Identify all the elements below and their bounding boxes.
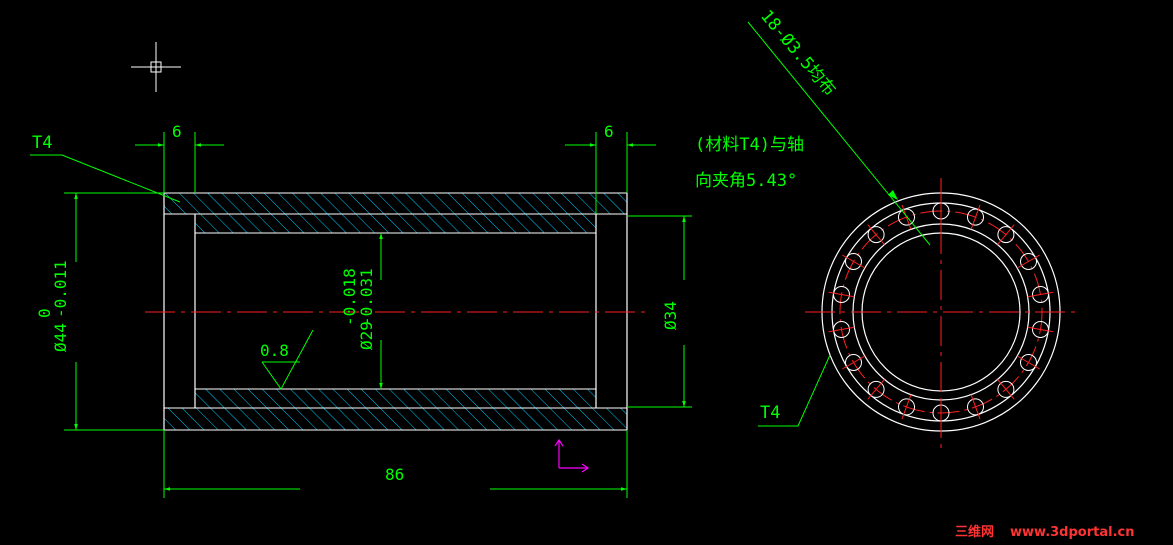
inner-dia-lower-tol: -0.031 — [357, 268, 376, 326]
material-label-left: T4 — [32, 133, 52, 153]
ucs-axis-icon — [554, 438, 590, 473]
hole-center-mark — [842, 254, 866, 269]
hole — [898, 208, 915, 226]
hole — [1020, 253, 1037, 270]
outer-dia-main-label: Ø44 — [51, 323, 70, 352]
dim-width-right — [565, 132, 656, 214]
dim-bore-diameter — [627, 215, 692, 408]
material-leader-right — [758, 354, 831, 427]
hole-center-mark — [867, 224, 885, 245]
hole-center-mark — [842, 355, 866, 370]
hole-pattern-leader — [747, 21, 931, 246]
hole-center-mark — [1016, 254, 1040, 269]
hole — [997, 380, 1015, 398]
roughness-label: 0.8 — [260, 341, 289, 360]
hole-center-mark — [1027, 291, 1054, 298]
outer-dia-upper-tol: 0 — [35, 308, 54, 318]
material-note-line1: (材料T4)与轴 — [695, 135, 804, 155]
hole — [833, 286, 850, 303]
hole — [997, 226, 1015, 244]
hole — [867, 380, 885, 398]
hole-center-marks — [828, 198, 1054, 426]
hole-center-mark — [997, 224, 1015, 245]
roughness-symbol — [261, 329, 314, 390]
dim-length — [163, 430, 628, 498]
hole — [967, 208, 984, 226]
hole — [967, 398, 984, 416]
hole — [867, 226, 885, 244]
dim-width-right-label: 6 — [604, 122, 614, 141]
dim-width-left-label: 6 — [172, 122, 182, 141]
watermark: 三维网 www.3dportal.cn — [955, 524, 1134, 540]
hole-center-mark — [970, 394, 981, 420]
lower-inner-hatch — [194, 388, 597, 409]
hole — [1020, 354, 1037, 371]
inner-dia-upper-tol: -0.018 — [340, 268, 359, 326]
hole-center-mark — [901, 394, 912, 420]
upper-inner-hatch — [194, 213, 597, 234]
dim-outer-diameter — [64, 192, 164, 431]
upper-wall-hatch — [163, 192, 628, 215]
hole-center-mark — [970, 204, 981, 230]
material-label-right: T4 — [760, 403, 780, 423]
hole — [833, 321, 850, 338]
outer-dia-lower-tol: -0.011 — [51, 260, 70, 318]
hole-center-mark — [997, 379, 1015, 400]
hole-center-mark — [901, 204, 912, 230]
hole — [1032, 321, 1049, 338]
hole-center-mark — [867, 379, 885, 400]
material-leader-left — [30, 154, 181, 203]
length-label: 86 — [385, 465, 404, 484]
material-note-line2: 向夹角5.43° — [695, 171, 797, 191]
hole-center-mark — [828, 291, 855, 298]
hole — [898, 398, 915, 416]
hole — [1032, 286, 1049, 303]
crosshair-cursor-icon — [131, 42, 181, 92]
end-view: 18-Ø3.5均布 (材料T4)与轴 向夹角5.43° T4 — [695, 6, 1075, 448]
hole-pattern-label: 18-Ø3.5均布 — [756, 6, 839, 100]
hole-pattern — [833, 202, 1049, 422]
section-view: 6 6 T4 Ø44 0 -0.011 — [30, 122, 692, 498]
hole — [845, 253, 862, 270]
hole-center-mark — [828, 326, 855, 333]
inner-dia-main-label: Ø29 — [357, 321, 376, 350]
hole-center-mark — [1016, 355, 1040, 370]
lower-wall-hatch — [163, 407, 628, 431]
svg-text:三维网: 三维网 — [955, 524, 994, 540]
bore-dia-label: Ø34 — [661, 301, 680, 330]
svg-text:www.3dportal.cn: www.3dportal.cn — [1010, 525, 1134, 540]
hole — [845, 354, 862, 371]
dim-width-left — [135, 132, 224, 193]
hole-center-mark — [1027, 326, 1054, 333]
